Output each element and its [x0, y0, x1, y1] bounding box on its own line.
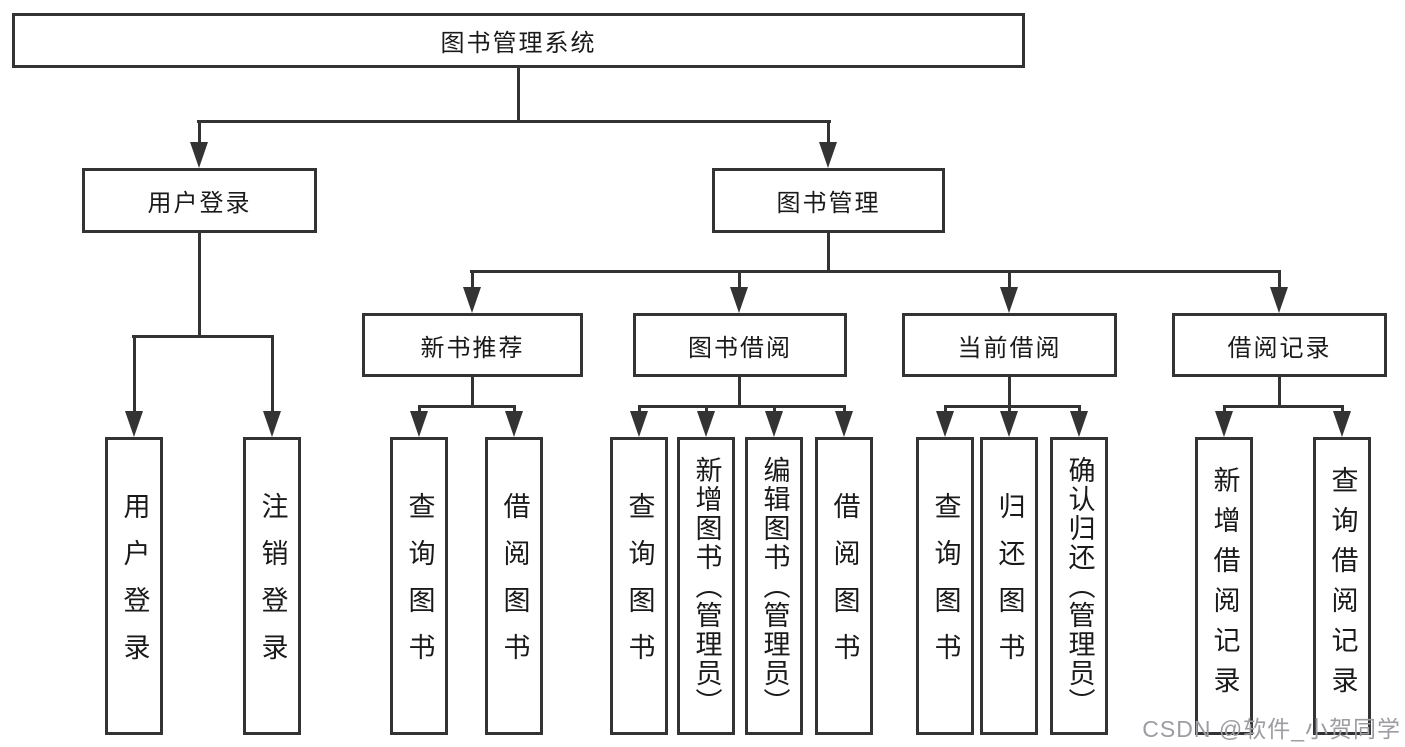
node-book-management-label: 图书管理 [776, 190, 881, 217]
leaf-query-books-borrow: 查询图书 [610, 437, 668, 735]
connector-stem-records [1278, 270, 1281, 291]
leaf-add-book-admin-label: 新增图书（管理员） [691, 455, 722, 717]
arrowhead-leaf-logout-icon [263, 411, 281, 437]
arrowhead-leaf-user-login-icon [125, 411, 143, 437]
leaf-query-books-current-label: 查询图书 [930, 492, 961, 680]
leaf-borrow-books-recommend: 借阅图书 [485, 437, 543, 735]
arrowhead-current-icon [1000, 287, 1018, 313]
connector-login-drop [198, 233, 201, 338]
arrowhead-borrow1-icon [505, 411, 523, 437]
leaf-borrow-books-recommend-label: 借阅图书 [499, 492, 530, 680]
arrowhead-user-login-icon [190, 142, 208, 168]
leaf-logout: 注销登录 [243, 437, 301, 735]
leaf-add-book-admin: 新增图书（管理员） [677, 437, 735, 735]
connector-stem-user-login [198, 120, 201, 148]
connector-stem-query1 [418, 405, 421, 415]
arrowhead-query1-icon [410, 411, 428, 437]
connector-stem-borrow [738, 270, 741, 291]
leaf-query-borrow-record-label: 查询借阅记录 [1327, 466, 1358, 706]
arrowhead-records-icon [1270, 287, 1288, 313]
connector-recommend-branch [418, 405, 516, 408]
node-root: 图书管理系统 [12, 13, 1025, 68]
connector-stem-borrow1 [513, 405, 516, 415]
arrowhead-query-record-icon [1333, 411, 1351, 437]
leaf-edit-book-admin: 编辑图书（管理员） [745, 437, 803, 735]
node-new-book-recommend: 新书推荐 [362, 313, 583, 377]
connector-stem-add-record [1223, 405, 1226, 415]
node-borrow-records: 借阅记录 [1172, 313, 1387, 377]
connector-stem-leaf-logout [271, 335, 274, 415]
connector-stem-current [1008, 270, 1011, 291]
connector-stem-recommend [471, 270, 474, 291]
leaf-add-borrow-record: 新增借阅记录 [1195, 437, 1253, 735]
node-user-login: 用户登录 [82, 168, 317, 233]
watermark: CSDN @软件_小贺同学 [1142, 716, 1401, 742]
node-book-borrow: 图书借阅 [633, 313, 847, 377]
leaf-query-books-recommend-label: 查询图书 [404, 492, 435, 680]
leaf-return-book-label: 归还图书 [994, 492, 1025, 680]
leaf-query-books-borrow-label: 查询图书 [624, 492, 655, 680]
connector-root-branch [197, 120, 831, 123]
leaf-logout-label: 注销登录 [257, 492, 288, 680]
arrowhead-borrow-icon [730, 287, 748, 313]
connector-stem-confirm-return [1078, 405, 1081, 415]
node-current-borrow: 当前借阅 [902, 313, 1117, 377]
leaf-confirm-return-admin-label: 确认归还（管理员） [1064, 455, 1095, 717]
node-new-book-recommend-label: 新书推荐 [420, 334, 525, 362]
connector-stem-query3 [944, 405, 947, 415]
arrowhead-return-book-icon [1000, 411, 1018, 437]
connector-stem-query2 [638, 405, 641, 415]
connector-stem-add-book [705, 405, 708, 415]
node-book-management: 图书管理 [712, 168, 945, 233]
arrowhead-edit-book-icon [765, 411, 783, 437]
node-current-borrow-label: 当前借阅 [957, 334, 1062, 362]
arrowhead-add-record-icon [1215, 411, 1233, 437]
arrowhead-add-book-icon [697, 411, 715, 437]
arrowhead-query3-icon [936, 411, 954, 437]
leaf-query-books-recommend: 查询图书 [390, 437, 448, 735]
connector-records-branch [1223, 405, 1344, 408]
node-borrow-records-label: 借阅记录 [1227, 334, 1332, 362]
leaf-edit-book-admin-label: 编辑图书（管理员） [759, 455, 790, 717]
leaf-user-login: 用户登录 [105, 437, 163, 735]
arrowhead-borrow2-icon [835, 411, 853, 437]
leaf-borrow-books-borrow: 借阅图书 [815, 437, 873, 735]
node-root-label: 图书管理系统 [440, 30, 597, 57]
leaf-user-login-label: 用户登录 [119, 492, 150, 680]
connector-management-drop [827, 233, 830, 273]
node-user-login-label: 用户登录 [147, 190, 252, 217]
connector-stem-query-record [1341, 405, 1344, 415]
connector-records-drop [1278, 377, 1281, 408]
arrowhead-query2-icon [630, 411, 648, 437]
arrowhead-confirm-return-icon [1070, 411, 1088, 437]
connector-stem-edit-book [773, 405, 776, 415]
arrowhead-recommend-icon [463, 287, 481, 313]
connector-stem-book-management [827, 120, 830, 148]
connector-borrow-drop [738, 377, 741, 408]
leaf-return-book: 归还图书 [980, 437, 1038, 735]
connector-login-branch [132, 335, 274, 338]
leaf-query-borrow-record: 查询借阅记录 [1313, 437, 1371, 735]
connector-recommend-drop [471, 377, 474, 408]
leaf-add-borrow-record-label: 新增借阅记录 [1209, 466, 1240, 706]
connector-stem-return-book [1008, 405, 1011, 415]
connector-borrow-branch [638, 405, 846, 408]
connector-management-branch [470, 270, 1281, 273]
connector-stem-leaf-user-login [133, 335, 136, 415]
connector-current-branch [944, 405, 1081, 408]
leaf-query-books-current: 查询图书 [916, 437, 974, 735]
connector-root-drop [517, 68, 520, 123]
connector-current-drop [1008, 377, 1011, 408]
node-book-borrow-label: 图书借阅 [688, 334, 792, 362]
leaf-borrow-books-borrow-label: 借阅图书 [829, 492, 860, 680]
arrowhead-book-management-icon [819, 142, 837, 168]
connector-stem-borrow2 [843, 405, 846, 415]
leaf-confirm-return-admin: 确认归还（管理员） [1050, 437, 1108, 735]
